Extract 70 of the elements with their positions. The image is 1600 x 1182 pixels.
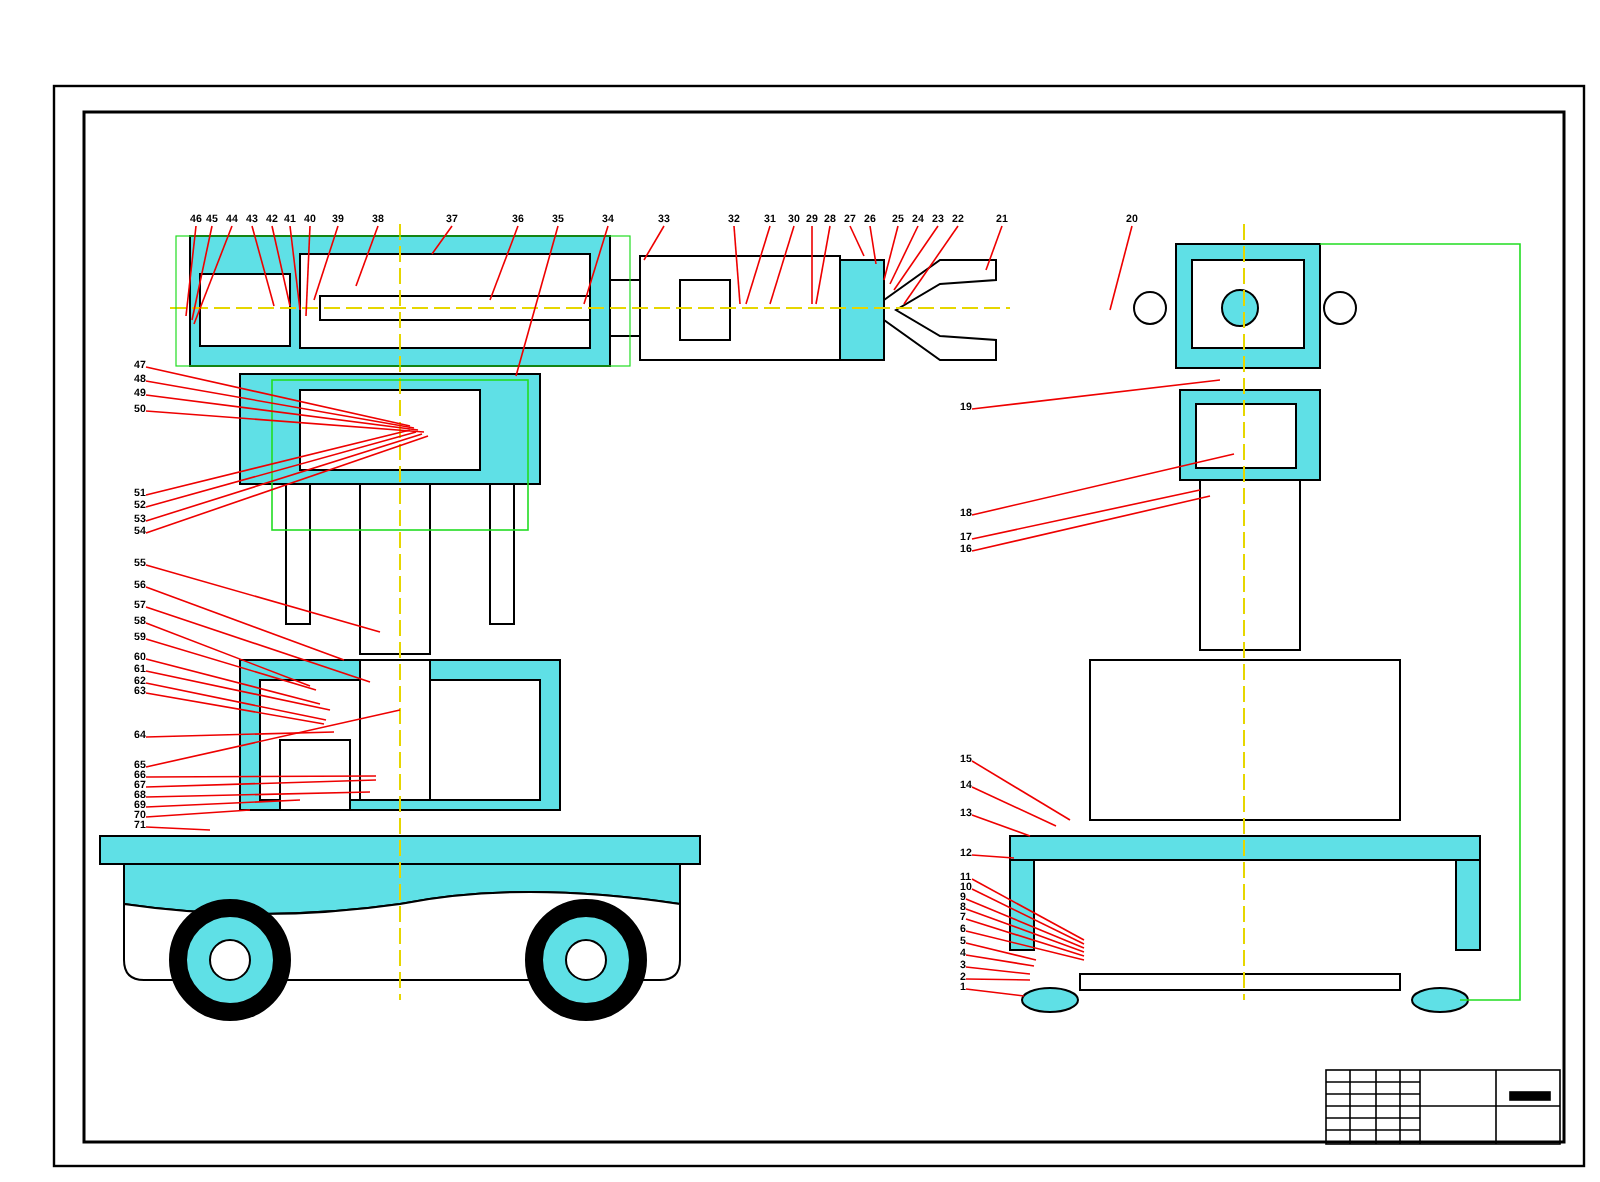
leader-line [145,731,335,738]
leader-line [965,918,1085,957]
leader-line [145,779,377,788]
leader-line [733,225,741,305]
leader-line [965,988,1025,997]
leader-line [145,709,401,768]
leader-line [289,225,301,311]
leader-line [1109,225,1133,311]
leader-line [893,225,939,291]
leader-line [271,225,291,307]
leader-line [145,809,251,818]
leader-line [971,786,1057,827]
leader-line [145,826,211,831]
leader-line [745,225,771,305]
leader-line [145,433,423,522]
leader-line [869,225,877,265]
leader-line [145,799,301,808]
leader-line [145,394,419,431]
leader-line [145,366,411,427]
leader-line [965,954,1035,967]
leader-line [965,966,1031,975]
leader-line [145,431,417,508]
leader-line [971,489,1201,540]
leader-line [145,410,425,433]
leader-line [145,692,325,725]
leader-line [355,225,379,287]
leader-line [965,908,1085,953]
leader-line [251,225,275,307]
leader-line [815,225,831,305]
leader-line [971,814,1031,837]
leader-line [145,670,331,711]
leader-line [515,225,559,377]
leader-line [769,225,795,305]
leader-line [849,225,865,257]
leader-line [889,225,919,285]
leader-line [643,225,665,261]
leader-line [193,225,233,325]
leader-line [145,658,321,705]
leader-line [971,495,1211,552]
leader-line [145,586,345,661]
leader-line [145,435,429,534]
leader-line [965,898,1085,949]
leader-line [145,606,371,683]
leader-line [145,682,327,721]
leader-line [191,225,213,321]
leader-line [883,225,899,281]
leader-line [145,775,377,778]
leader-line [971,878,1085,941]
leader-line [145,622,311,687]
leader-line [903,225,959,305]
leader-line [313,225,339,301]
leader-line [145,429,411,496]
leader-line [305,225,311,317]
leader-line [489,225,519,301]
leader-line [985,225,1003,271]
leader-line [971,453,1235,516]
leader-line [431,225,453,255]
leader-line [811,225,813,305]
leader-line [145,380,415,429]
leader-line [971,888,1085,945]
leader-line [965,930,1085,961]
leader-line [971,854,1015,859]
leader-line [145,791,371,798]
leader-line [185,225,197,317]
leader-line [971,379,1221,410]
leader-line [965,978,1031,981]
leader-line [145,564,381,633]
leader-line [971,760,1071,821]
leader-line [145,638,317,691]
leader-line [965,942,1037,961]
